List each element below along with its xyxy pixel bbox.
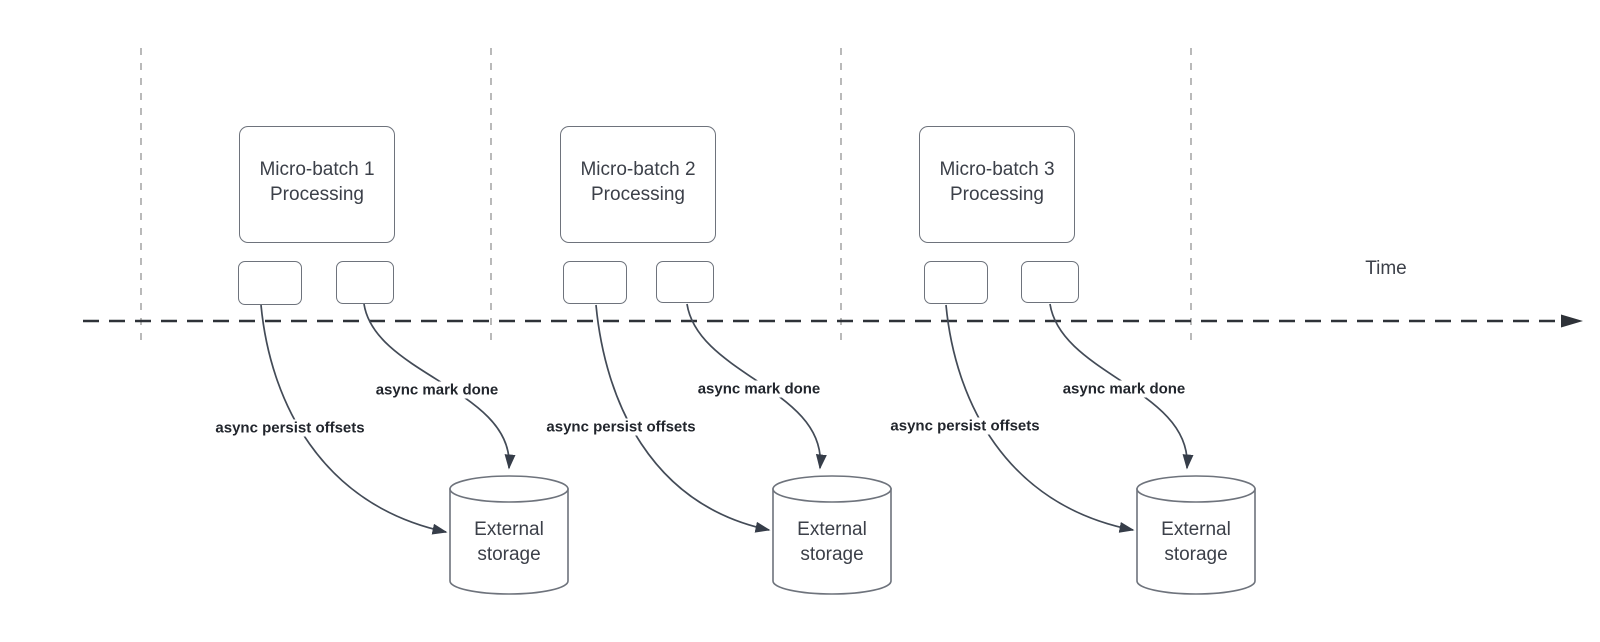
microbatch-3-subtitle: Processing [950,184,1044,205]
mark-done-label-3: async mark done [1059,380,1189,398]
microbatch-2-title: Micro-batch 2 [580,159,696,180]
microbatch-1-box: Micro-batch 1 Processing [239,126,395,243]
task-rect-2a [563,261,627,304]
mark-done-label-2: async mark done [694,380,824,398]
time-axis-arrowhead-icon [1561,314,1583,328]
mark-done-label-1: async mark done [372,381,502,399]
persist-offsets-label-1: async persist offsets [212,419,368,437]
microbatch-2-box: Micro-batch 2 Processing [560,126,716,243]
microbatch-1-title: Micro-batch 1 [259,159,375,180]
task-rect-3a [924,261,988,304]
persist-offsets-arrow-3 [945,304,1135,533]
persist-offsets-arrow-1 [260,304,448,535]
microbatch-3-box: Micro-batch 3 Processing [919,126,1075,243]
task-rect-1a [238,261,302,305]
persist-offsets-label-2: async persist offsets [543,418,699,436]
microbatch-2-subtitle: Processing [591,184,685,205]
microbatch-1-subtitle: Processing [270,184,364,205]
task-rect-1b [336,261,394,304]
external-storage-label-2: External storage [797,519,867,565]
task-rect-3b [1021,261,1079,303]
microbatch-3-title: Micro-batch 3 [939,159,1055,180]
external-storage-cylinder-2 [772,475,892,595]
external-storage-cylinder-3 [1136,475,1256,595]
external-storage-label-3: External storage [1161,519,1231,565]
external-storage-label-1: External storage [474,519,544,565]
task-rect-2b [656,261,714,303]
persist-offsets-arrow-2 [595,304,771,533]
external-storage-cylinder-1 [449,475,569,595]
time-axis-label: Time [1365,258,1407,279]
persist-offsets-label-3: async persist offsets [887,417,1043,435]
